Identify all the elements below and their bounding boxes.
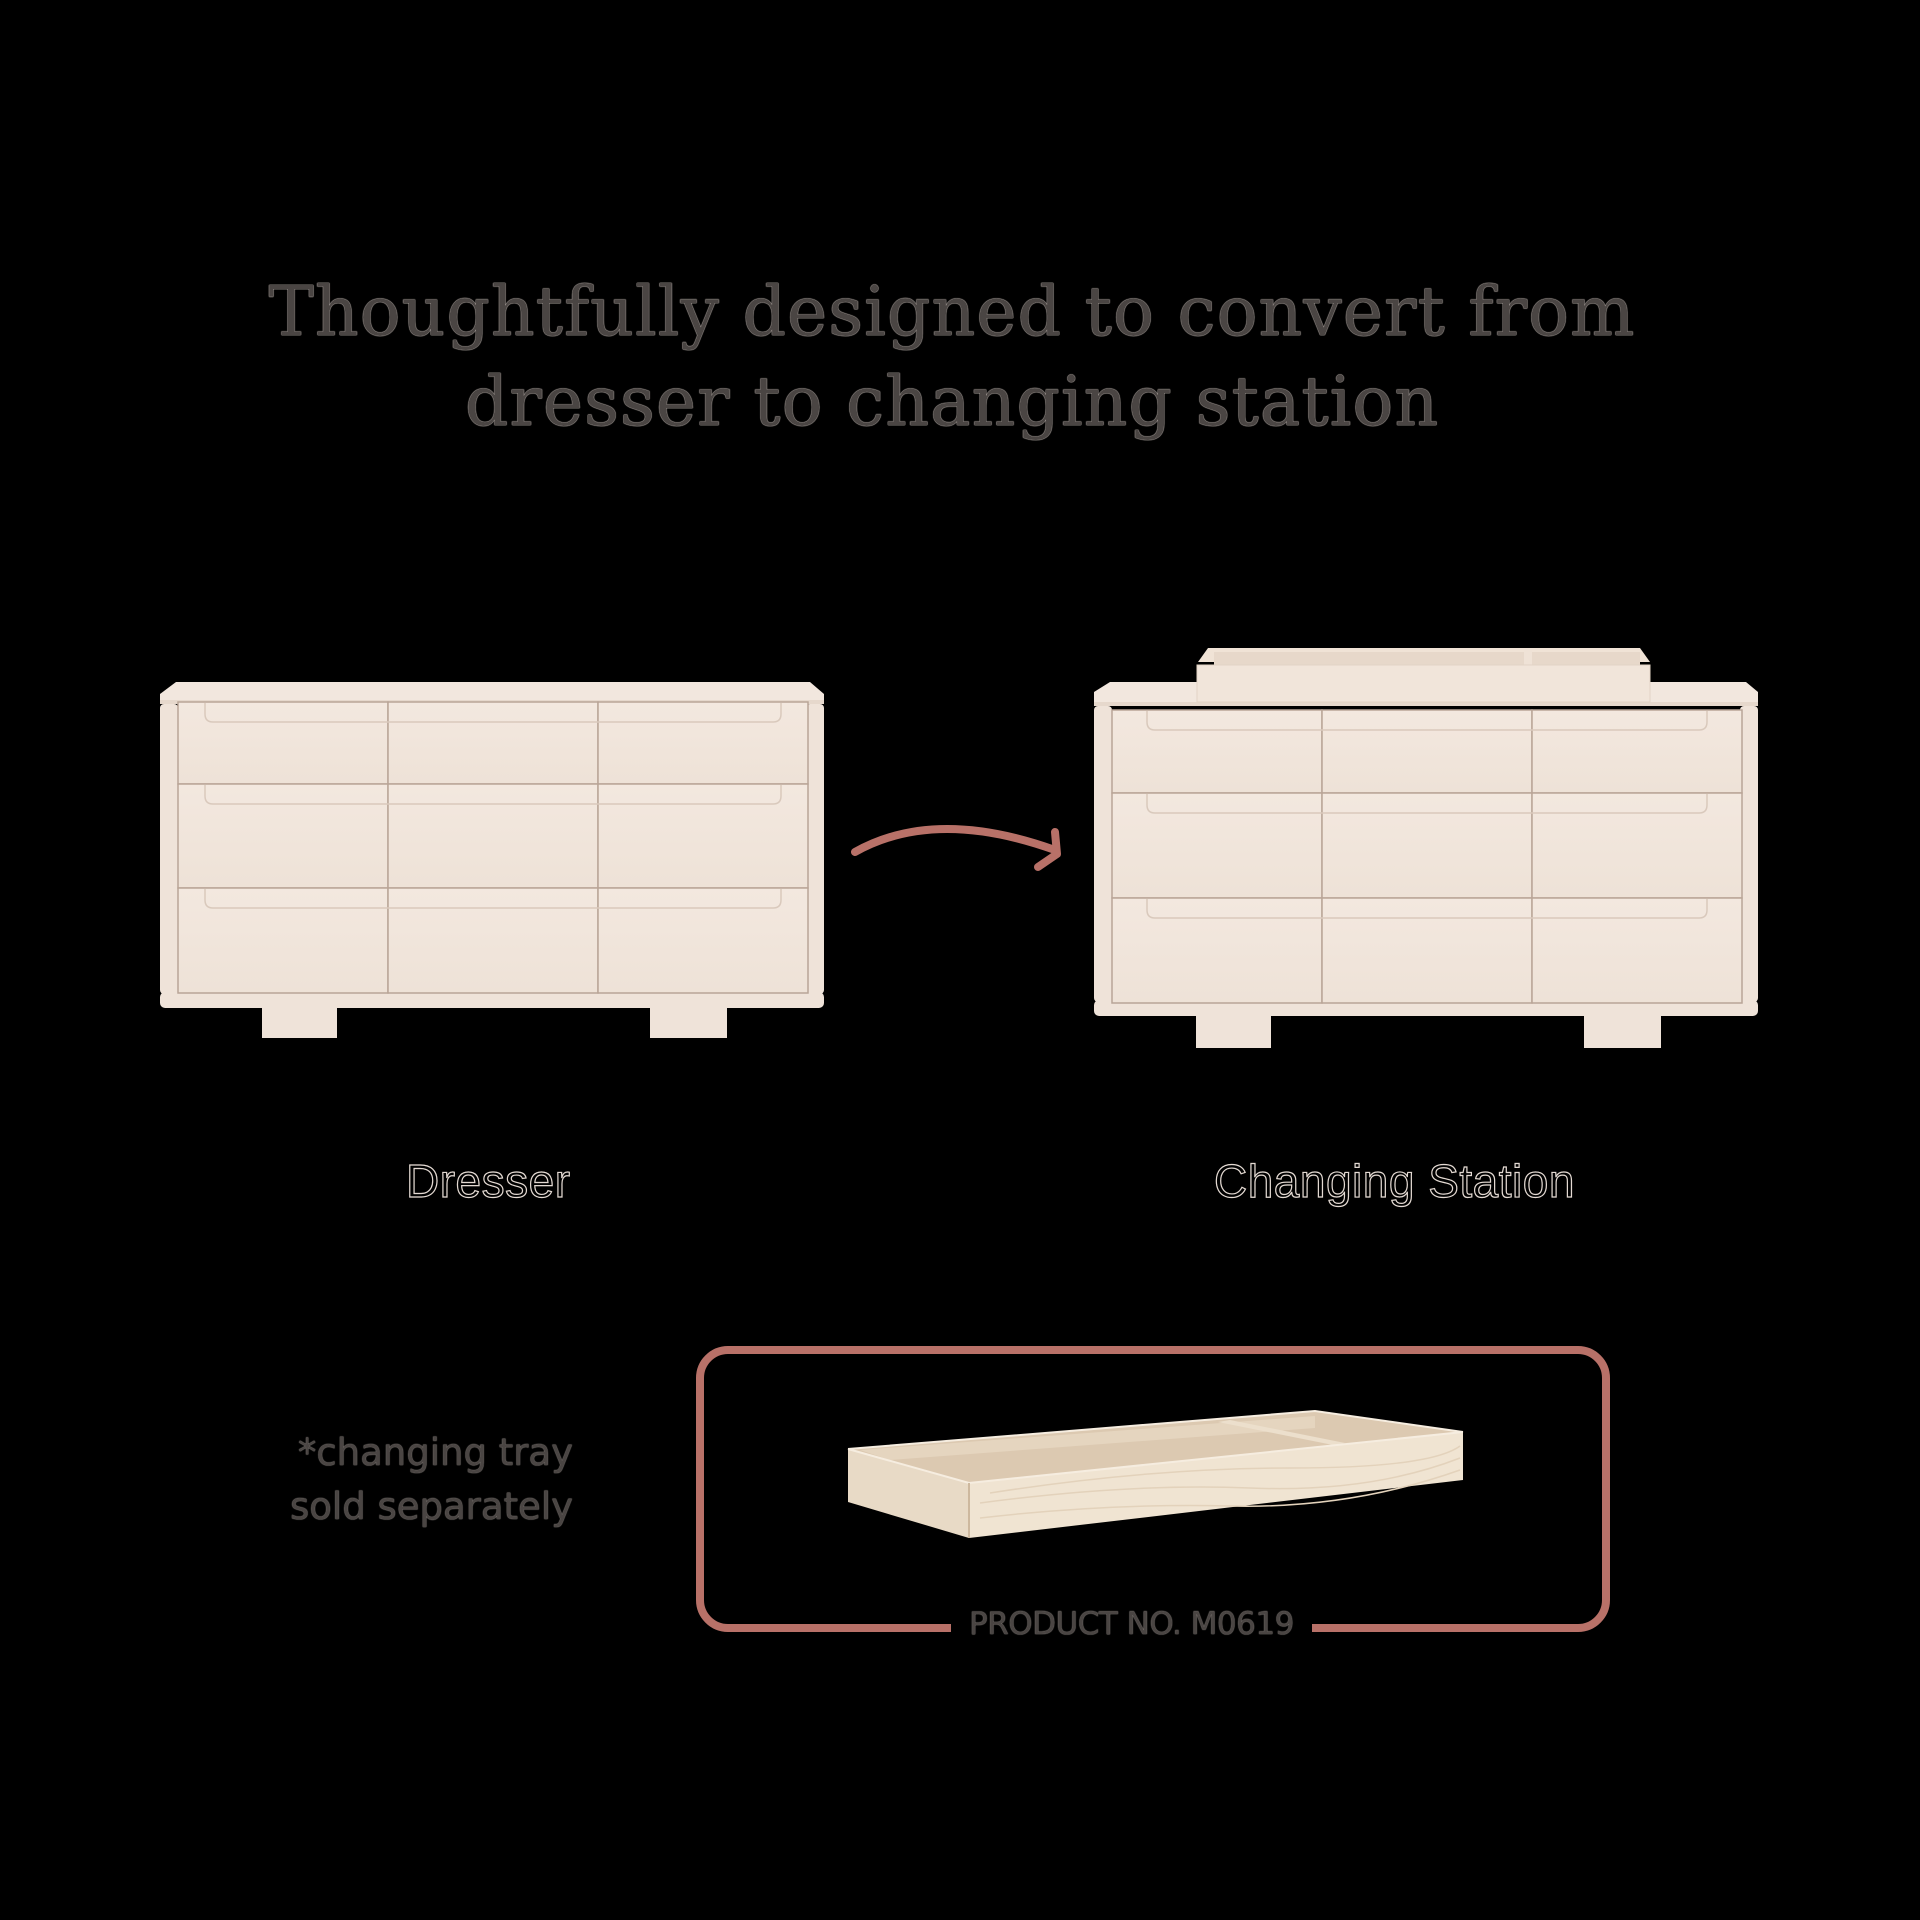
changing-tray-icon (847, 1409, 1464, 1538)
tray-note-line-2: sold separately (290, 1485, 573, 1528)
product-number: PRODUCT NO. M0619 (951, 1606, 1312, 1642)
dresser-illustration (150, 660, 840, 1050)
conversion-arrow (845, 812, 1075, 886)
changing-station-icon (1094, 648, 1758, 1048)
changing-station-illustration (1084, 640, 1774, 1060)
dresser-label: Dresser (405, 1154, 571, 1207)
curved-arrow-right-icon (851, 825, 1061, 871)
changing-tray-illustration (830, 1398, 1490, 1562)
heading-line-2: dresser to changing station (464, 363, 1440, 442)
dresser-icon (160, 682, 824, 1038)
page-heading: Thoughtfully designed to convert from dr… (200, 268, 1704, 448)
heading-line-1: Thoughtfully designed to convert from (268, 273, 1636, 352)
tray-note-line-1: *changing tray (297, 1431, 573, 1474)
tray-note: *changing tray sold separately (200, 1426, 573, 1534)
changing-station-label: Changing Station (1213, 1154, 1575, 1207)
